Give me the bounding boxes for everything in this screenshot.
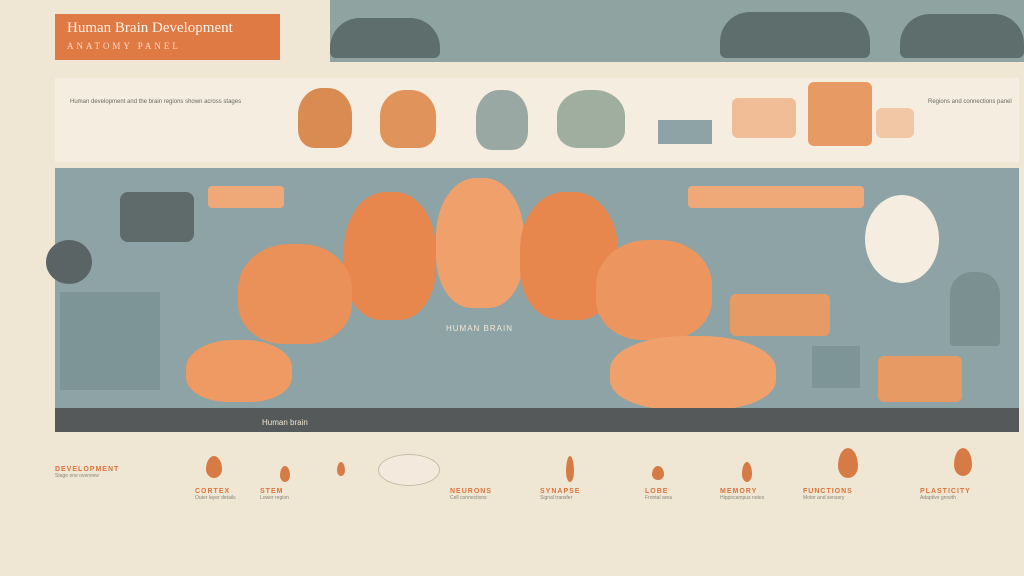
column-title: SYNAPSE (540, 488, 581, 495)
info-column: LOBE Frontal area (645, 488, 715, 502)
drop-marker (742, 462, 752, 482)
column-text: Hippocampus notes (720, 495, 765, 501)
column-text: Cell connections (450, 495, 487, 501)
brain-lower-right (610, 336, 776, 410)
info-card (732, 98, 796, 138)
info-column: DEVELOPMENT Stage one overview (55, 466, 160, 480)
brain-thumbnail (557, 90, 625, 148)
column-text: Adaptive growth (920, 495, 956, 501)
drop-marker (652, 466, 664, 480)
drop-marker (280, 466, 290, 482)
brain-mid-left (238, 244, 352, 344)
brain-thumbnail (298, 88, 352, 148)
cloud-decoration (720, 12, 870, 58)
info-tag (658, 120, 712, 144)
info-oval (865, 195, 939, 283)
intro-left-text: Human development and the brain regions … (70, 99, 242, 105)
round-plate (378, 454, 440, 486)
cloud-decoration (900, 14, 1024, 58)
side-panel-right (950, 272, 1000, 346)
column-text: Frontal area (645, 495, 672, 501)
info-column: NEURONS Cell connections (450, 488, 530, 502)
brain-lower-left (186, 340, 292, 402)
column-title: STEM (260, 488, 284, 495)
speaker-icon (46, 240, 92, 284)
side-panel (60, 292, 160, 390)
column-title: NEURONS (450, 488, 493, 495)
column-text: Motor and sensory (803, 495, 845, 501)
brain-center (436, 178, 524, 308)
intro-band (55, 78, 1019, 162)
info-column: MEMORY Hippocampus notes (720, 488, 795, 502)
column-title: PLASTICITY (920, 488, 971, 495)
column-title: LOBE (645, 488, 669, 495)
info-column: FUNCTIONS Motor and sensory (803, 488, 893, 502)
info-column: PLASTICITY Adaptive growth (920, 488, 1010, 502)
bubble-left (120, 192, 194, 242)
callout-bottom-right (878, 356, 962, 402)
drop-marker (566, 456, 574, 482)
column-strip: DEVELOPMENT Stage one overview CORTEX Ou… (55, 462, 1015, 542)
brain-upper-left (344, 192, 436, 320)
header-title-box: Human Brain Development ANATOMY PANEL (55, 14, 280, 60)
tag-orange (208, 186, 284, 208)
brain-mid-right (596, 240, 712, 340)
info-column: CORTEX Outer layer details (195, 488, 275, 502)
column-title: FUNCTIONS (803, 488, 853, 495)
info-card (808, 82, 872, 146)
page-subtitle: ANATOMY PANEL (67, 41, 181, 51)
info-card (876, 108, 914, 138)
column-title: CORTEX (195, 488, 231, 495)
info-column: STEM Lower region (260, 488, 330, 502)
tag-orange-long (688, 186, 864, 208)
column-text: Lower region (260, 495, 289, 501)
column-text: Outer layer details (195, 495, 236, 501)
brain-thumbnail (380, 90, 436, 148)
callout-right (730, 294, 830, 336)
drop-marker (337, 462, 345, 476)
cloud-decoration (330, 18, 440, 58)
drop-marker (954, 448, 972, 476)
column-title: MEMORY (720, 488, 758, 495)
drop-marker (838, 448, 858, 478)
floor-label: Human brain (262, 418, 308, 427)
intro-right-text: Regions and connections panel (928, 99, 1012, 105)
info-column: SYNAPSE Signal transfer (540, 488, 630, 502)
center-label: HUMAN BRAIN (446, 324, 514, 333)
brain-thumbnail (476, 90, 528, 150)
column-title: DEVELOPMENT (55, 466, 120, 473)
grey-box (812, 346, 860, 388)
page-title: Human Brain Development (67, 20, 233, 36)
column-text: Signal transfer (540, 495, 573, 501)
column-text: Stage one overview (55, 473, 99, 479)
drop-marker (206, 456, 222, 478)
floor-bar (55, 408, 1019, 432)
